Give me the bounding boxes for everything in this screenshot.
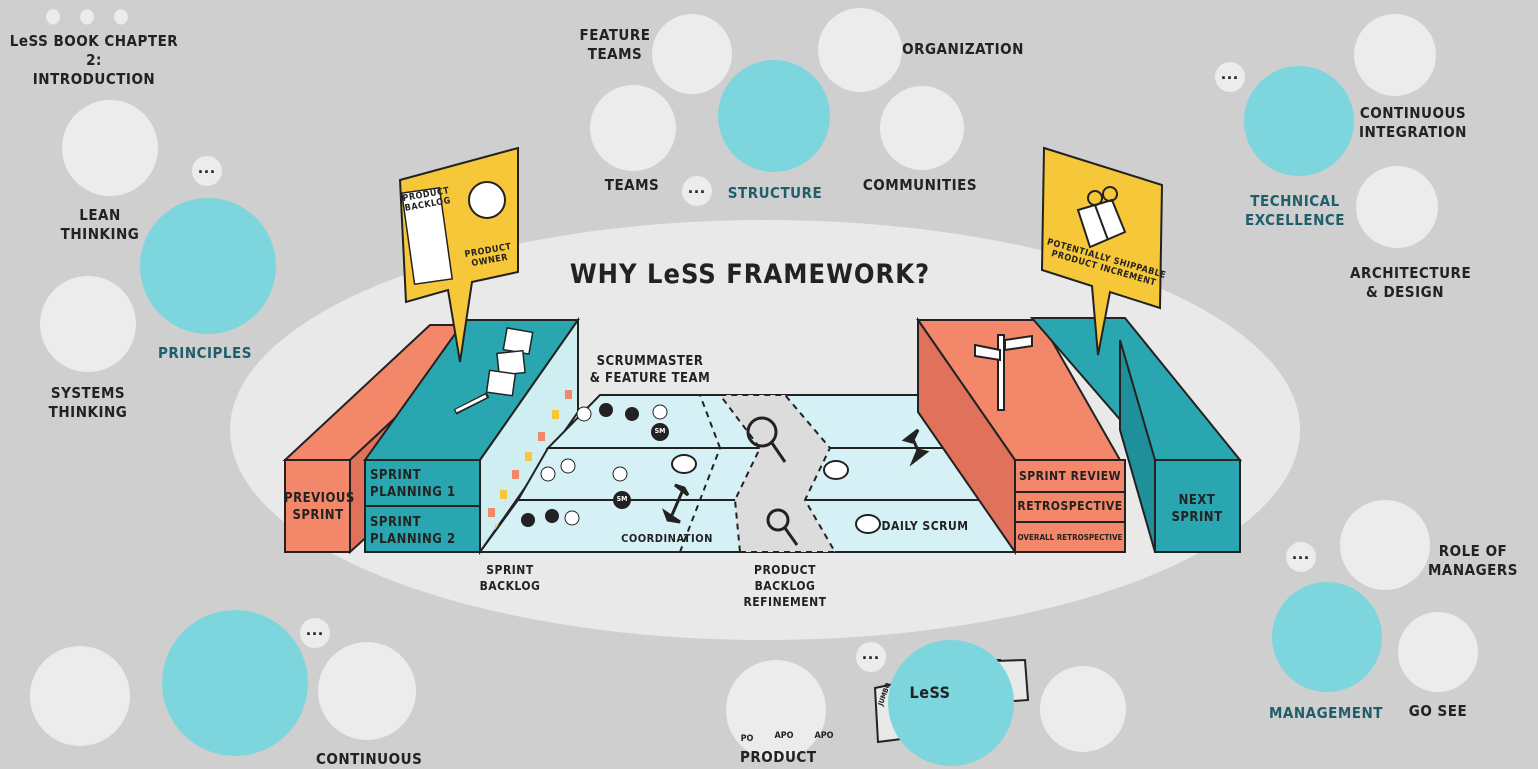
gift-icon bbox=[1076, 186, 1127, 249]
refinement-label: PRODUCT BACKLOG REFINEMENT bbox=[743, 563, 827, 609]
more-dots: ... bbox=[682, 176, 712, 206]
management-illustration bbox=[1272, 582, 1382, 692]
less-badge-text: LeSS bbox=[909, 683, 951, 702]
speech-bubble-icon bbox=[855, 514, 881, 534]
go-see-illustration bbox=[1398, 612, 1478, 692]
scrummaster-label: SCRUMMASTER & FEATURE TEAM bbox=[589, 354, 711, 386]
sprint-review-block bbox=[1014, 459, 1126, 553]
overall-retrospective-label: OVERALL RETROSPECTIVE bbox=[1017, 533, 1123, 542]
refinement-band bbox=[717, 394, 837, 553]
teams-label: TEAMS bbox=[604, 176, 660, 194]
sticky-note-pile bbox=[453, 327, 534, 415]
less-product-illustration bbox=[888, 640, 1014, 766]
lean-thinking-illustration bbox=[62, 100, 158, 196]
magnifier-icon bbox=[746, 416, 787, 463]
shapes-illustration bbox=[1040, 666, 1126, 752]
signpost-icon bbox=[974, 334, 1033, 411]
magnifier-icon bbox=[766, 508, 799, 546]
management-label: MANAGEMENT bbox=[1268, 704, 1384, 722]
framework-title: WHY LeSS FRAMEWORK? bbox=[569, 259, 931, 290]
organization-illustration bbox=[818, 8, 902, 92]
apo-text: APO bbox=[774, 731, 794, 741]
more-dots: ... bbox=[856, 642, 886, 672]
more-dots: ... bbox=[192, 156, 222, 186]
technical-excellence-illustration bbox=[1244, 66, 1354, 176]
increment-sign bbox=[1040, 146, 1164, 356]
organization-label: ORGANIZATION bbox=[902, 40, 1024, 58]
continuous-label: CONTINUOUS bbox=[316, 750, 423, 768]
continuous-integration-illustration bbox=[1354, 14, 1436, 96]
less-teams-illustration bbox=[162, 610, 308, 756]
feature-teams-illustration bbox=[652, 14, 732, 94]
coordination-label: COORDINATION bbox=[621, 532, 713, 545]
coordination-arrow bbox=[661, 483, 690, 524]
principles-label: PRINCIPLES bbox=[158, 344, 252, 362]
lean-thinking-label: LEAN THINKING bbox=[60, 206, 140, 243]
apo-text: APO bbox=[814, 731, 834, 741]
continuous-illustration bbox=[318, 642, 416, 740]
sprint-planning-2-label: SPRINT PLANNING 2 bbox=[370, 515, 456, 547]
systems-thinking-label: SYSTEMS THINKING bbox=[48, 384, 128, 421]
principles-illustration bbox=[140, 198, 276, 334]
role-of-managers-label: ROLE OF MANAGERS bbox=[1427, 542, 1519, 579]
daily-scrum-label: DAILY SCRUM bbox=[881, 519, 969, 533]
architecture-illustration bbox=[1356, 166, 1438, 248]
communities-illustration bbox=[880, 86, 964, 170]
product-owner-face bbox=[468, 181, 506, 219]
teams-illustration bbox=[590, 85, 676, 171]
structure-label: STRUCTURE bbox=[727, 184, 823, 202]
sprint-backlog-label: SPRINT BACKLOG bbox=[479, 563, 541, 593]
product-people-illustration bbox=[726, 660, 826, 760]
previous-sprint-label: PREVIOUS SPRINT bbox=[284, 491, 355, 523]
role-of-managers-illustration bbox=[1340, 500, 1430, 590]
feature-teams-label: FEATURE TEAMS bbox=[579, 26, 651, 63]
next-sprint-block bbox=[1154, 459, 1241, 553]
go-see-label: GO SEE bbox=[1408, 702, 1468, 720]
architecture-label: ARCHITECTURE & DESIGN bbox=[1350, 264, 1472, 301]
communities-label: COMMUNITIES bbox=[862, 176, 978, 194]
sprint-review-label: SPRINT REVIEW bbox=[1018, 469, 1122, 483]
technical-excellence-label: TECHNICAL EXCELLENCE bbox=[1244, 192, 1346, 229]
next-sprint-label: NEXT SPRINT bbox=[1171, 493, 1223, 525]
more-dots: ... bbox=[1215, 62, 1245, 92]
more-dots: ... bbox=[300, 618, 330, 648]
speech-bubble-icon bbox=[823, 460, 849, 480]
sm-badge bbox=[651, 423, 669, 441]
more-dots: ... bbox=[1286, 542, 1316, 572]
retrospective-label: RETROSPECTIVE bbox=[1017, 499, 1123, 513]
team-people bbox=[521, 403, 668, 527]
sm-text: SM bbox=[616, 495, 628, 503]
book-title: LeSS BOOK CHAPTER 2: INTRODUCTION bbox=[9, 32, 179, 88]
top-left-dots: ● ● ● bbox=[45, 3, 135, 27]
conversation-illustration bbox=[30, 646, 130, 746]
continuous-integration-label: CONTINUOUS INTEGRATION bbox=[1359, 104, 1467, 141]
sprint-planning-1-label: SPRINT PLANNING 1 bbox=[370, 468, 456, 500]
previous-sprint-block bbox=[284, 459, 351, 553]
sm-text: SM bbox=[654, 427, 666, 435]
sm-badge bbox=[613, 491, 631, 509]
product-backlog-sheet bbox=[400, 186, 454, 286]
speech-bubble-icon bbox=[671, 454, 697, 474]
sync-arrow bbox=[901, 428, 930, 467]
systems-thinking-illustration bbox=[40, 276, 136, 372]
po-text: PO bbox=[740, 734, 754, 744]
structure-illustration bbox=[718, 60, 830, 172]
